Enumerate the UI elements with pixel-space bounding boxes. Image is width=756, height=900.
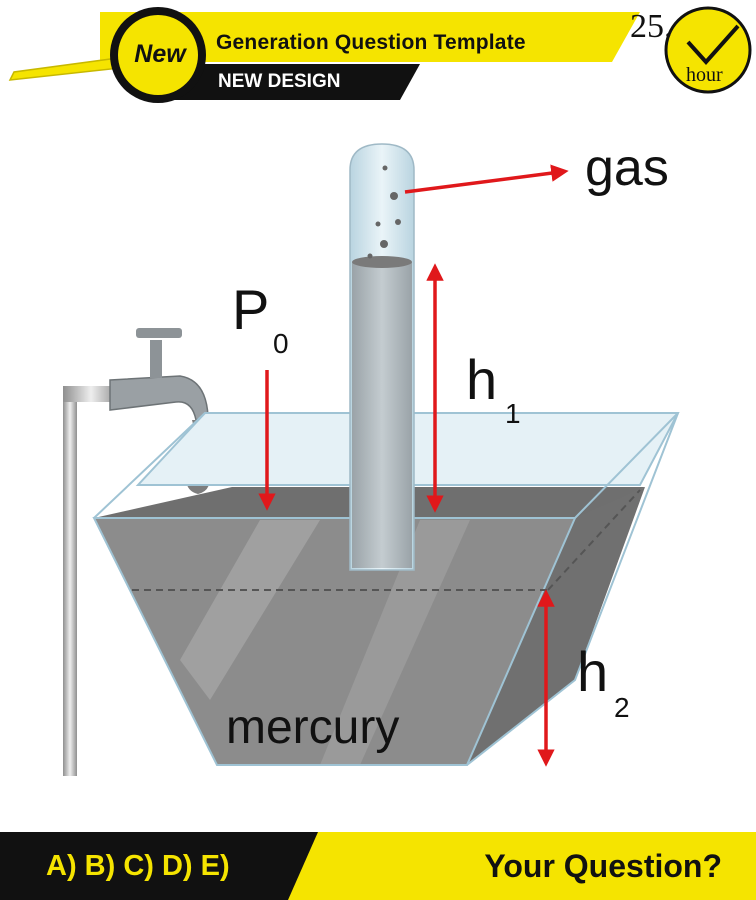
- gas-bubble: [382, 165, 388, 171]
- glass-highlight: [180, 520, 320, 700]
- mercury-side: [467, 487, 645, 765]
- mercury-label: mercury: [226, 701, 400, 754]
- timer-unit: hour: [686, 64, 723, 86]
- reference-level-line-side: [547, 489, 641, 591]
- gas-pointer-arrow: [404, 164, 569, 194]
- footer-banner: A) B) C) D) E) Your Question?: [0, 832, 756, 900]
- faucet-stem: [150, 340, 162, 378]
- basin-left-edge: [93, 412, 206, 519]
- gas-bubble: [380, 240, 388, 248]
- footer-graphics: [0, 832, 756, 900]
- title-band: [100, 12, 640, 62]
- gas-bubble: [367, 253, 373, 259]
- pressure-subscript: 0: [273, 328, 289, 359]
- magnifier-lens: [118, 15, 198, 95]
- clock-icon: [664, 6, 752, 94]
- pressure-label: P: [232, 278, 270, 341]
- new-badge: New: [134, 40, 186, 68]
- question-prompt: Your Question?: [484, 847, 722, 884]
- footer-question-band: [288, 832, 756, 900]
- barometer-diagram: [63, 143, 680, 776]
- gas-bubble: [395, 219, 401, 225]
- h2-subscript: 2: [614, 692, 630, 723]
- header-title: Generation Question Template: [216, 31, 526, 54]
- header-graphics: [8, 6, 752, 103]
- gas-bubble: [390, 192, 398, 200]
- faucet-pipe: [63, 392, 77, 776]
- gas-label: gas: [585, 139, 669, 197]
- h1-subscript: 1: [505, 398, 521, 429]
- header-subtitle: NEW DESIGN: [218, 71, 341, 92]
- gas-bubble: [375, 221, 381, 227]
- mercury-body: [94, 518, 575, 765]
- timer-number: 25.: [630, 8, 673, 45]
- checkmark-icon: [686, 24, 740, 65]
- faucet-body: [109, 375, 209, 421]
- tube-mercury-meniscus: [352, 256, 412, 268]
- footer-options-band: [0, 832, 330, 900]
- glass-highlight: [320, 520, 470, 765]
- h1-label: h: [466, 348, 498, 411]
- answer-options: A) B) C) D) E): [46, 849, 230, 882]
- faucet-horizontal-pipe: [63, 386, 119, 402]
- basin-side-outline: [466, 412, 679, 766]
- header-banner: New Generation Question Template NEW DES…: [0, 0, 756, 110]
- tube-mercury-column: [352, 262, 412, 568]
- faucet-handle: [136, 328, 182, 338]
- subtitle-band: [150, 64, 420, 100]
- h2-label: h: [577, 640, 609, 703]
- magnifier-handle: [8, 57, 121, 81]
